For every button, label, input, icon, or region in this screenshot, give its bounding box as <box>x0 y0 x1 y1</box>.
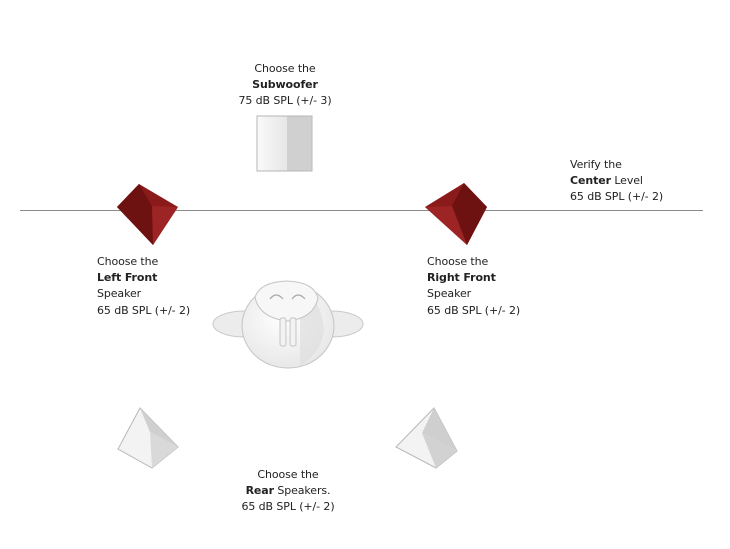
right-front-name: Right Front <box>427 271 496 285</box>
right-front-line3: Speaker <box>427 287 472 301</box>
rear-right-speaker[interactable] <box>395 407 458 469</box>
left-front-spec: 65 dB SPL (+/- 2) <box>97 303 191 317</box>
subwoofer-name: Subwoofer <box>252 78 318 92</box>
left-front-speaker[interactable] <box>117 184 178 245</box>
rear-caption: Choose the Rear Speakers. 65 dB SPL (+/-… <box>218 467 358 516</box>
subwoofer-speaker[interactable] <box>256 115 313 172</box>
left-front-line3: Speaker <box>97 287 142 301</box>
subwoofer-spec: 75 dB SPL (+/- 3) <box>238 94 332 108</box>
subwoofer-caption: Choose the Subwoofer 75 dB SPL (+/- 3) <box>225 61 345 110</box>
center-suffix: Level <box>610 174 643 188</box>
subwoofer-line1: Choose the <box>254 62 316 75</box>
rear-suffix: Speakers. <box>273 484 331 498</box>
left-front-name: Left Front <box>97 271 158 285</box>
right-front-line1: Choose the <box>427 255 489 268</box>
right-front-spec: 65 dB SPL (+/- 2) <box>427 303 521 317</box>
center-spec: 65 dB SPL (+/- 2) <box>570 190 664 204</box>
rear-name: Rear <box>245 484 274 498</box>
right-front-speaker[interactable] <box>425 183 487 245</box>
center-name: Center <box>570 174 611 188</box>
right-front-caption: Choose the Right Front Speaker 65 dB SPL… <box>427 254 557 319</box>
center-line1: Verify the <box>570 158 622 171</box>
center-caption: Verify the Center Level 65 dB SPL (+/- 2… <box>570 157 710 206</box>
rear-spec: 65 dB SPL (+/- 2) <box>241 500 335 514</box>
rear-line1: Choose the <box>257 468 319 481</box>
rear-left-speaker[interactable] <box>117 407 179 469</box>
left-front-caption: Choose the Left Front Speaker 65 dB SPL … <box>97 254 227 319</box>
listener-icon <box>212 280 364 369</box>
left-front-line1: Choose the <box>97 255 159 268</box>
